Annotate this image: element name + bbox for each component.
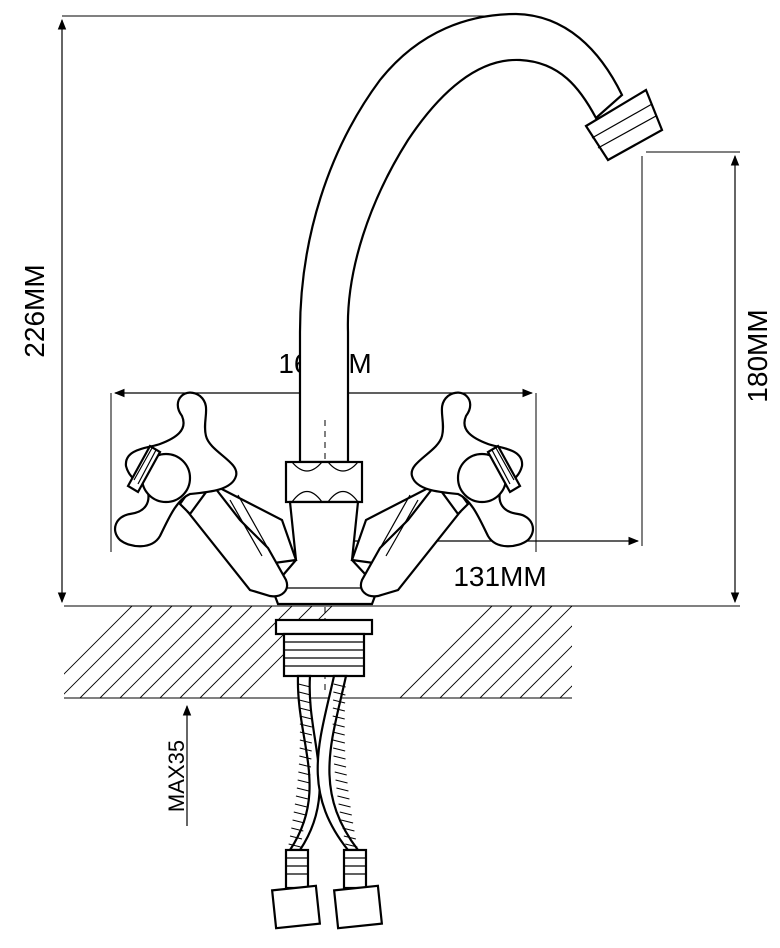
spout-nut: [284, 460, 364, 504]
faucet-body: [270, 500, 380, 606]
label-spout-reach: 131MM: [453, 561, 546, 592]
label-spout-height: 180MM: [742, 309, 773, 402]
countertop-section: [64, 605, 740, 699]
spout-aerator: [584, 88, 664, 162]
flex-hoses: [287, 674, 361, 852]
dimension-max-thickness: MAX35: [164, 704, 192, 826]
hose-fittings: [270, 848, 384, 930]
dimension-total-height: 226MM: [19, 15, 512, 604]
mounting-stud: [274, 618, 374, 678]
left-valve: [178, 474, 298, 598]
left-cross-handle: [113, 391, 238, 548]
spout: [298, 12, 664, 464]
dimension-spout-height: 180MM: [646, 151, 773, 604]
right-cross-handle: [410, 391, 535, 548]
dimension-spout-reach: 131MM: [328, 156, 643, 592]
label-max-thickness: MAX35: [164, 740, 189, 812]
label-total-height: 226MM: [19, 264, 50, 357]
